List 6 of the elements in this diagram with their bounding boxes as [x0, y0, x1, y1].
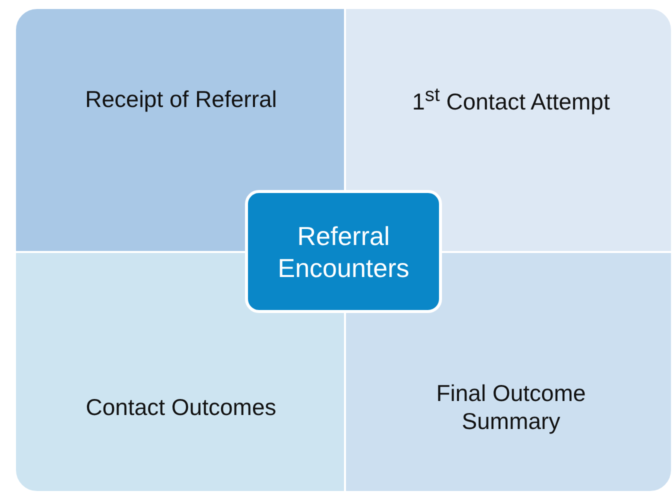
quadrant-label: Final Outcome Summary	[435, 379, 587, 435]
quadrant-label: Receipt of Referral	[84, 85, 278, 114]
center-box	[245, 190, 442, 313]
center-label: Referral Encounters	[276, 220, 410, 284]
quadrant-label: Contact Outcomes	[84, 393, 278, 422]
quadrant-label: 1$^{st}$ Contact Attempt	[411, 84, 611, 117]
